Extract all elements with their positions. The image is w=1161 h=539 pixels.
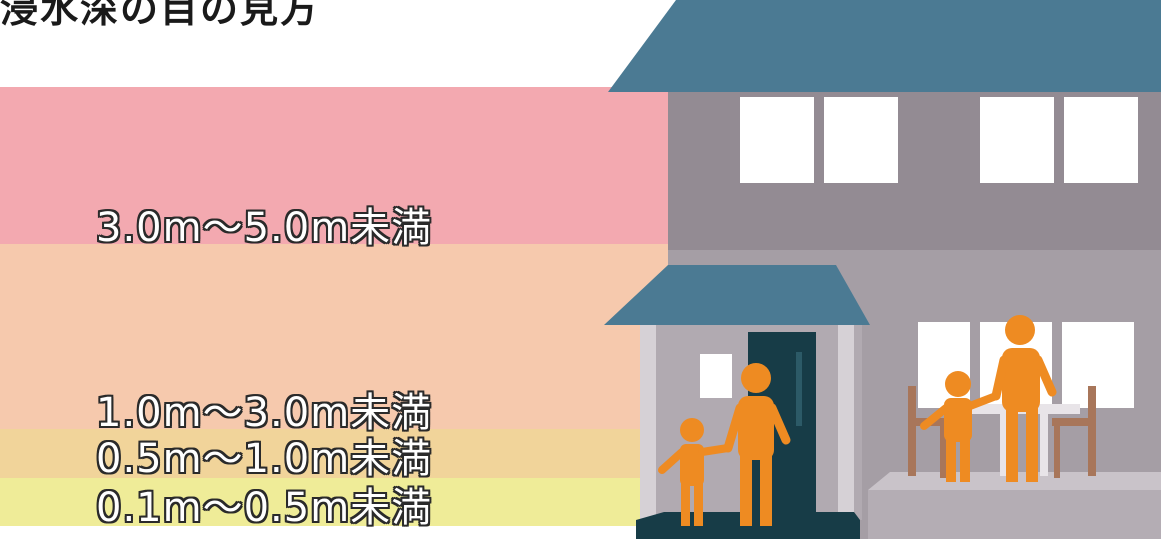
porch-window (700, 354, 732, 398)
house-roof (608, 0, 1161, 92)
upper-windows (740, 97, 1138, 183)
depth-label-01-05m: 0.1m〜0.5m未満 (96, 485, 433, 531)
depth-label-05-1m: 0.5m〜1.0m未満 (96, 436, 433, 482)
porch-pillar-right (838, 325, 854, 525)
porch-roof (604, 265, 870, 325)
page-title: 浸水深の目の見方 (0, 0, 321, 31)
door-handle (796, 352, 802, 426)
family-at-door (658, 363, 791, 526)
family-on-terrace (920, 315, 1057, 482)
depth-label-1-3m: 1.0m〜3.0m未満 (96, 390, 433, 436)
porch-pillar-left (640, 325, 656, 525)
depth-label-3-5m: 3.0m〜5.0m未満 (96, 205, 433, 251)
